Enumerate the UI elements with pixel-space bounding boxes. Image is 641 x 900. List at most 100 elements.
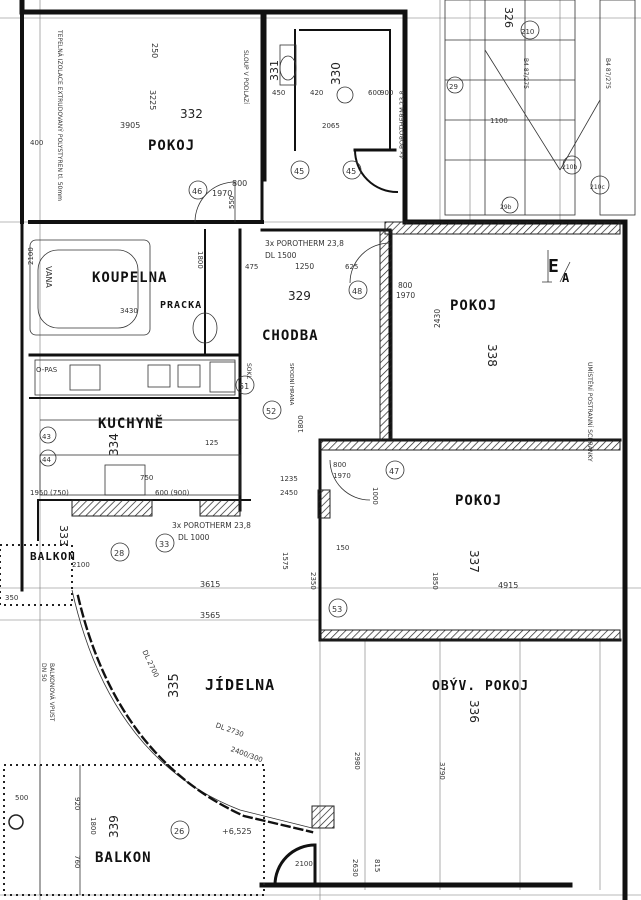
- dim-3430: 3430: [120, 307, 138, 315]
- note-stair-ref2: B4 87/275: [604, 58, 611, 89]
- room-label-balkon-339: BALKON: [95, 850, 152, 866]
- room-label-obyvaci-pokoj: OBÝV. POKOJ: [432, 678, 529, 694]
- dim-1800: 1800: [196, 251, 204, 269]
- marker-28: 28: [114, 549, 124, 558]
- marker-44: 44: [42, 456, 51, 464]
- room-label-balkon-333: BALKON: [30, 550, 76, 563]
- note-pracka: PRACKA: [160, 300, 202, 311]
- marker-45a: 45: [294, 167, 304, 176]
- dim-1100: 1100: [490, 117, 508, 125]
- note-opas: O-PAS: [36, 366, 58, 374]
- dim-4915: 4915: [498, 581, 518, 590]
- note-tepelna-izolace: TEPELNÁ IZOLACE EXTRUDOVANÝ POLYSTYREN t…: [56, 29, 63, 201]
- dim-1235: 1235: [280, 475, 298, 483]
- dim-1970a: 1970: [212, 189, 232, 198]
- note-dl-2730: DL 2730: [214, 721, 244, 739]
- note-okno: 2400/300: [229, 745, 263, 764]
- note-spodni-hrana: SPODNÍ HRANA: [288, 363, 295, 405]
- marker-46: 46: [192, 187, 202, 196]
- marker-51: 51: [239, 382, 249, 391]
- marker-43: 43: [42, 433, 51, 441]
- dim-400: 400: [30, 139, 43, 147]
- dim-1850: 1850: [431, 572, 439, 590]
- note-kota: +6,525: [222, 827, 252, 836]
- marker-29: 29: [449, 83, 458, 91]
- arrow-marker: A: [562, 271, 570, 285]
- dim-625: 625: [345, 263, 358, 271]
- marker-210b: 210b: [562, 164, 577, 171]
- dim-1800c: 1800: [89, 817, 97, 835]
- dim-3905: 3905: [120, 121, 140, 130]
- dim-750: 750: [140, 474, 153, 482]
- dim-600-900: 600 (900): [155, 489, 190, 497]
- dim-760: 760: [73, 855, 81, 868]
- dim-3565: 3565: [200, 611, 220, 620]
- room-number-338: 338: [485, 344, 499, 367]
- room-number-329: 329: [288, 289, 311, 303]
- dim-600: 600: [368, 89, 381, 97]
- dim-800a: 800: [232, 179, 247, 188]
- dim-150: 150: [336, 544, 349, 552]
- dim-2450: 2450: [280, 489, 298, 497]
- dim-250: 250: [150, 43, 159, 58]
- note-dn50: DN 50: [40, 663, 47, 682]
- dim-1800b: 1800: [297, 415, 305, 433]
- room-number-334: 334: [107, 433, 121, 456]
- dim-350: 350: [5, 594, 18, 602]
- dim-3615: 3615: [200, 580, 220, 589]
- room-label-jidelna: JÍDELNA: [205, 675, 275, 694]
- dim-2100c: 2100: [295, 860, 313, 868]
- marker-53: 53: [332, 605, 342, 614]
- note-vana: VANA: [44, 266, 53, 288]
- room-number-330: 330: [329, 62, 343, 85]
- dim-1250: 1250: [295, 262, 314, 271]
- room-number-339: 339: [107, 815, 121, 838]
- structural-columns: [71, 221, 621, 829]
- dim-2630: 2630: [351, 859, 359, 877]
- note-dl-1500: DL 1500: [265, 251, 297, 260]
- room-number-332: 332: [180, 107, 203, 121]
- kitchen-counter: [39, 419, 241, 496]
- dim-800c: 800: [333, 461, 346, 469]
- room-number-335: 335: [167, 673, 182, 698]
- room-label-kuchyne: KUCHYNĚ: [98, 415, 164, 432]
- dim-2100a: 2100: [27, 247, 35, 265]
- note-dl-1000: DL 1000: [178, 533, 210, 542]
- note-umisteni: UMÍSTĚNÍ POSTRANNÍ SCHRÁNKY: [586, 362, 594, 462]
- bathroom-fixtures: [29, 44, 354, 496]
- stair-number-326: 326: [502, 7, 515, 28]
- dim-2065: 2065: [322, 122, 340, 130]
- room-label-pokoj-338: POKOJ: [450, 298, 497, 314]
- room-labels: POKOJ 332 KOUPELNA 331 330 CHODBA 329 PO…: [30, 60, 529, 866]
- dim-3790: 3790: [438, 762, 446, 780]
- room-label-koupelna: KOUPELNA: [92, 270, 167, 286]
- dim-475: 475: [245, 263, 258, 271]
- note-sokl: SOKL: [245, 363, 252, 379]
- interior-walls: [28, 10, 622, 642]
- dim-1970c: 1970: [333, 472, 351, 480]
- marker-26: 26: [174, 827, 184, 836]
- note-balkon-vpust: BALKONOVÁ VPUST: [48, 663, 55, 722]
- dim-900: 900: [380, 89, 393, 97]
- dim-815: 815: [373, 859, 381, 872]
- dim-2980: 2980: [353, 752, 361, 770]
- door-swings: [194, 148, 399, 887]
- room-label-pokoj-337: POKOJ: [455, 493, 502, 509]
- marker-210: 210: [521, 28, 534, 36]
- note-porotherm-mid: 3x POROTHERM 23,8: [172, 521, 251, 530]
- marker-33: 33: [159, 540, 169, 549]
- room-number-333: 333: [57, 525, 70, 546]
- dim-550: 550: [228, 196, 236, 209]
- circle-markers: 46 45 45 48 47 51 52 53 28 26 33 43 44 2…: [39, 20, 610, 840]
- dim-2430: 2430: [433, 309, 442, 328]
- marker-210c: 210c: [590, 184, 605, 191]
- dim-1970b: 1970: [396, 291, 415, 300]
- note-sloup: SLOUP V PODLAZÍ: [242, 50, 249, 104]
- note-porotherm-right: 4x POROTHERM 23,8: [398, 91, 406, 159]
- room-number-331: 331: [268, 60, 281, 81]
- dim-800b: 800: [398, 281, 413, 290]
- balcony-outlines: [0, 544, 265, 896]
- room-label-pokoj-332: POKOJ: [148, 138, 195, 154]
- room-label-chodba: CHODBA: [262, 328, 319, 344]
- marker-e: E: [548, 256, 560, 277]
